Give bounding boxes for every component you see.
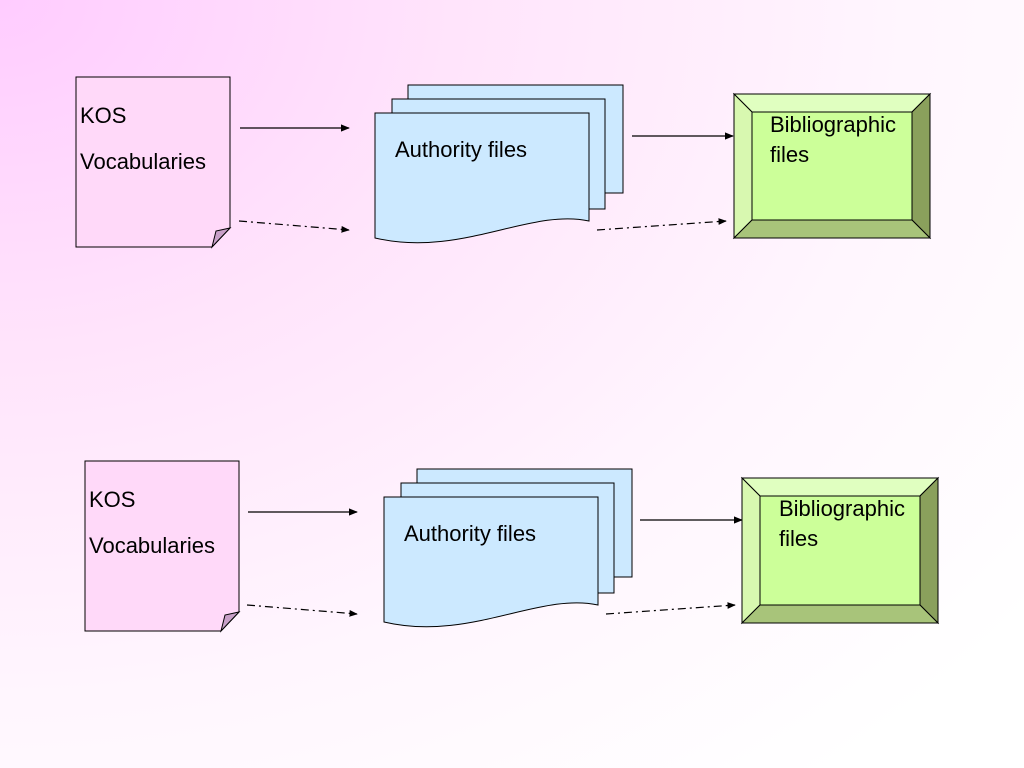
authority-sheet-front — [383, 496, 599, 628]
kos-label: KOS — [89, 487, 135, 512]
bibliographic-files-box: Bibliographic files — [740, 476, 940, 625]
vocabularies-label: Vocabularies — [80, 149, 206, 174]
bevel-top — [732, 93, 932, 113]
bibliographic-files-box: Bibliographic files — [732, 92, 932, 240]
authority-files-label: Authority files — [404, 521, 536, 546]
kos-vocabularies-document: KOS Vocabularies — [75, 76, 232, 249]
authority-files-stack: Authority files — [383, 468, 633, 628]
dashdot-arrow-authority-to-biblio — [596, 218, 727, 231]
flow-group-2: KOS Vocabularies Authority files Bibliog… — [84, 460, 940, 633]
files-label: files — [770, 142, 809, 167]
bevel-left — [733, 92, 753, 240]
bevel-top — [740, 477, 940, 497]
bibliographic-label: Bibliographic — [770, 112, 896, 137]
bevel-bottom — [732, 219, 932, 239]
bibliographic-label: Bibliographic — [779, 496, 905, 521]
authority-files-stack: Authority files — [374, 84, 624, 244]
bevel-bottom — [740, 604, 940, 624]
folded-corner — [220, 611, 241, 633]
files-label: files — [779, 526, 818, 551]
bevel-face — [759, 495, 921, 606]
dashdot-arrow-kos-to-authority — [246, 604, 358, 617]
bevel-right — [911, 92, 931, 240]
kos-label: KOS — [80, 103, 126, 128]
authority-files-label: Authority files — [395, 137, 527, 162]
dashdot-arrow-kos-to-authority — [238, 220, 350, 233]
bevel-left — [741, 476, 761, 625]
vocabularies-label: Vocabularies — [89, 533, 215, 558]
folded-corner — [211, 227, 232, 249]
dashdot-arrow-authority-to-biblio — [605, 602, 736, 615]
authority-sheet-front — [374, 112, 590, 244]
bevel-face — [751, 111, 913, 221]
kos-vocabularies-document: KOS Vocabularies — [84, 460, 241, 633]
flow-group-1: KOS Vocabularies Authority files Bibliog… — [75, 76, 932, 249]
bevel-right — [919, 476, 939, 625]
